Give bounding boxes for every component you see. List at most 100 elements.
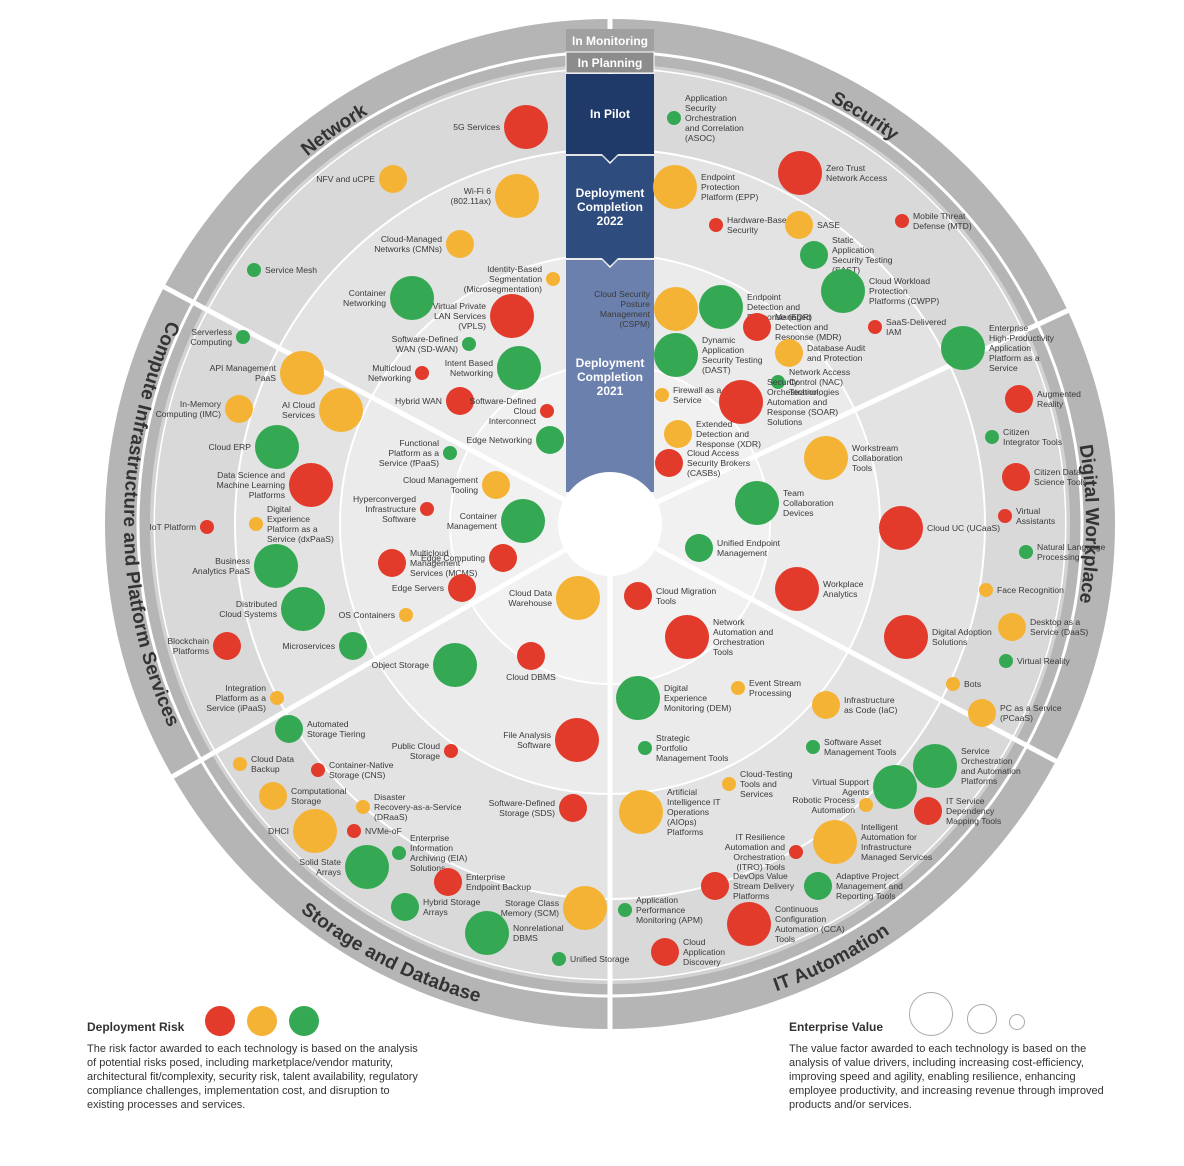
radar-item[interactable]: 5G Services <box>453 105 548 149</box>
risk-bubble[interactable] <box>552 952 566 966</box>
risk-bubble[interactable] <box>247 263 261 277</box>
risk-bubble[interactable] <box>200 520 214 534</box>
risk-bubble[interactable] <box>800 241 828 269</box>
risk-bubble[interactable] <box>868 320 882 334</box>
risk-bubble[interactable] <box>379 165 407 193</box>
radar-item[interactable]: DHCI <box>268 809 337 853</box>
risk-bubble[interactable] <box>501 499 545 543</box>
risk-bubble[interactable] <box>701 872 729 900</box>
risk-bubble[interactable] <box>559 794 587 822</box>
risk-bubble[interactable] <box>392 846 406 860</box>
risk-bubble[interactable] <box>699 285 743 329</box>
risk-bubble[interactable] <box>434 868 462 896</box>
risk-bubble[interactable] <box>771 375 785 389</box>
radar-item[interactable]: Object Storage <box>372 643 477 687</box>
risk-bubble[interactable] <box>540 404 554 418</box>
risk-bubble[interactable] <box>722 777 736 791</box>
risk-bubble[interactable] <box>946 677 960 691</box>
risk-bubble[interactable] <box>339 632 367 660</box>
risk-bubble[interactable] <box>311 763 325 777</box>
risk-bubble[interactable] <box>495 174 539 218</box>
risk-bubble[interactable] <box>281 587 325 631</box>
risk-bubble[interactable] <box>390 276 434 320</box>
risk-bubble[interactable] <box>859 798 873 812</box>
risk-bubble[interactable] <box>465 911 509 955</box>
radar-item[interactable]: NVMe-oF <box>347 824 402 838</box>
risk-bubble[interactable] <box>727 902 771 946</box>
risk-bubble[interactable] <box>941 326 985 370</box>
risk-bubble[interactable] <box>655 388 669 402</box>
risk-bubble[interactable] <box>275 715 303 743</box>
risk-bubble[interactable] <box>653 165 697 209</box>
risk-bubble[interactable] <box>999 654 1013 668</box>
radar-item[interactable]: PC as a Service(PCaaS) <box>968 699 1062 727</box>
risk-bubble[interactable] <box>280 351 324 395</box>
risk-bubble[interactable] <box>347 824 361 838</box>
risk-bubble[interactable] <box>270 691 284 705</box>
risk-bubble[interactable] <box>651 938 679 966</box>
risk-bubble[interactable] <box>356 800 370 814</box>
risk-bubble[interactable] <box>446 230 474 258</box>
risk-bubble[interactable] <box>985 430 999 444</box>
risk-bubble[interactable] <box>618 903 632 917</box>
risk-bubble[interactable] <box>504 105 548 149</box>
radar-item[interactable]: Hybrid WAN <box>395 387 474 415</box>
risk-bubble[interactable] <box>804 872 832 900</box>
risk-bubble[interactable] <box>743 313 771 341</box>
risk-bubble[interactable] <box>448 574 476 602</box>
risk-bubble[interactable] <box>895 214 909 228</box>
risk-bubble[interactable] <box>415 366 429 380</box>
risk-bubble[interactable] <box>555 718 599 762</box>
radar-item[interactable]: SASE <box>785 211 840 239</box>
risk-bubble[interactable] <box>789 845 803 859</box>
risk-bubble[interactable] <box>289 463 333 507</box>
risk-bubble[interactable] <box>879 506 923 550</box>
risk-bubble[interactable] <box>1005 385 1033 413</box>
radar-item[interactable]: Service Mesh <box>247 263 317 277</box>
risk-bubble[interactable] <box>254 544 298 588</box>
risk-bubble[interactable] <box>319 388 363 432</box>
